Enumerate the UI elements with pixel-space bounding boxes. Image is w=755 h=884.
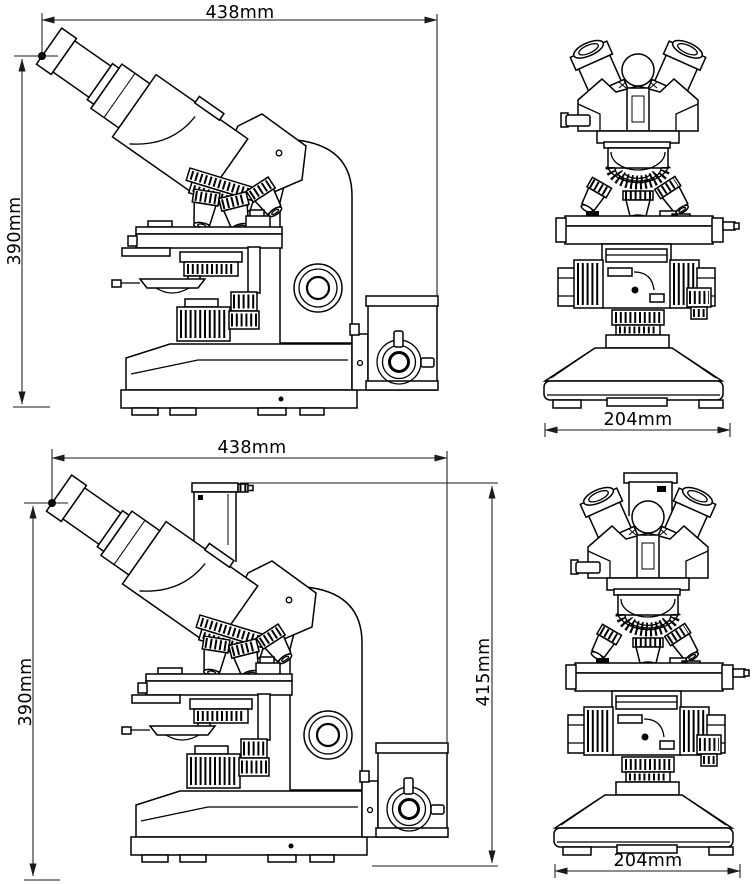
dim-label-fig2-overall-height: 415mm <box>474 637 494 706</box>
dimension-fig2-base-width: 204mm <box>554 851 741 878</box>
dimension-fig1-width: 438mm <box>41 3 438 296</box>
dim-label-fig1-height: 390mm <box>5 196 25 265</box>
dim-label-fig2-width: 438mm <box>217 438 286 458</box>
figure-trinocular: 438mm 390mm 415mm 204mm <box>16 438 749 881</box>
dim-label-fig1-base-width: 204mm <box>603 410 672 430</box>
dimension-fig1-height: 390mm <box>5 52 58 408</box>
dimension-fig2-height: 390mm <box>16 499 68 881</box>
front-view-trinocular <box>554 482 749 855</box>
dimension-fig2-width: 438mm <box>51 438 448 742</box>
photo-tube-side <box>191 482 254 562</box>
front-view-binocular <box>544 35 739 408</box>
side-view-trinocular <box>37 456 448 862</box>
figure-binocular: 438mm 390mm 204mm <box>5 3 739 437</box>
dim-label-fig2-height: 390mm <box>16 657 36 726</box>
dimension-fig2-overall-height: 415mm <box>240 482 498 867</box>
dim-label-fig2-base-width: 204mm <box>613 851 682 871</box>
dim-label-fig1-width: 438mm <box>205 3 274 23</box>
side-view-binocular <box>27 9 438 415</box>
dimension-fig1-base-width: 204mm <box>544 410 731 437</box>
